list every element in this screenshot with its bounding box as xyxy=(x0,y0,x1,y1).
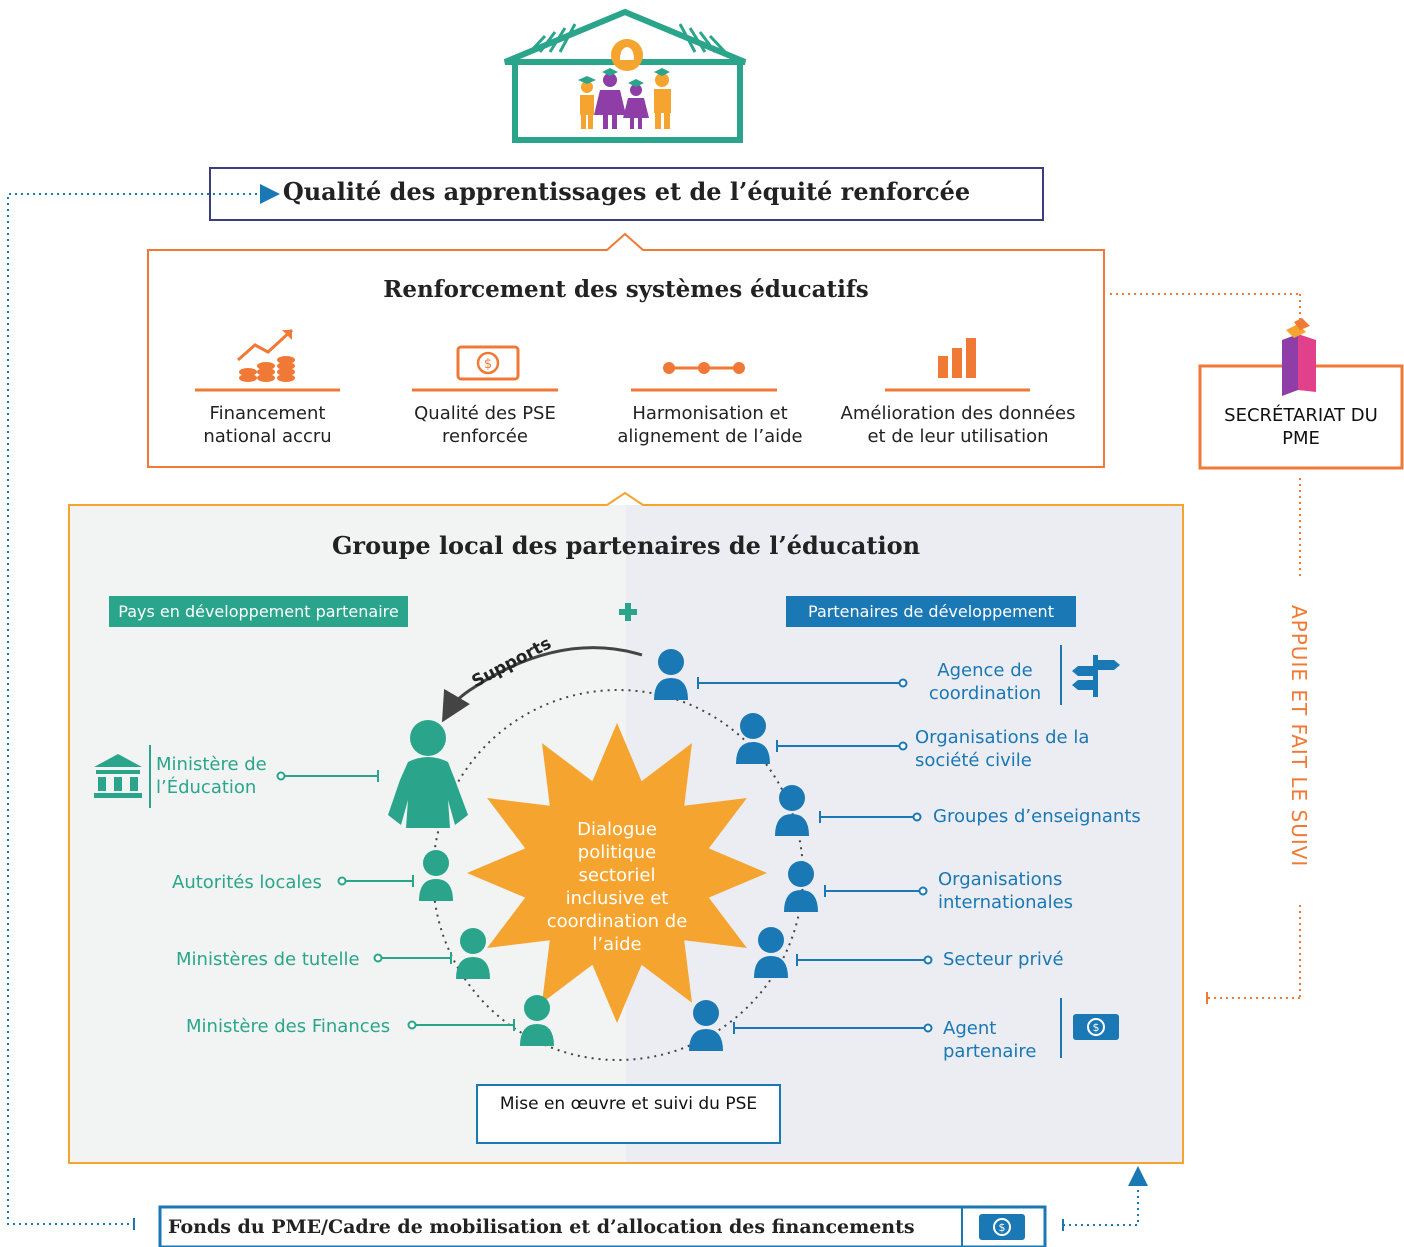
funds-to-group-connector xyxy=(1063,1166,1148,1226)
outcome-title: Qualité des apprentissages et de l’équit… xyxy=(282,177,971,206)
right-header: Partenaires de développement xyxy=(808,602,1054,621)
connector-international-orgs xyxy=(824,885,928,897)
connector-finance-ministry xyxy=(407,1019,515,1031)
outcome-box xyxy=(209,167,1044,221)
funds-label: Fonds du PME/Cadre de mobilisation et d’… xyxy=(168,1216,915,1238)
connector-grant-agent xyxy=(733,1022,933,1034)
book-icon xyxy=(1282,318,1316,396)
left-header: Pays en développement partenaire xyxy=(118,602,399,621)
finance-ministry-person-icon xyxy=(520,995,554,1046)
secretariat-label: SECRÉTARIAT DU PME xyxy=(1224,405,1378,449)
svg-text:$: $ xyxy=(999,1221,1006,1234)
funds-to-outcome-connector xyxy=(7,184,280,1225)
left-header-bg xyxy=(109,596,408,627)
private-sector-person-icon xyxy=(754,927,788,978)
linked-dots-icon xyxy=(663,362,745,374)
coordinating-agency-person-icon xyxy=(654,649,688,700)
funds-box xyxy=(158,1205,1047,1247)
actor-grant-agent: Agent partenaire xyxy=(943,1018,1037,1062)
group-box xyxy=(68,491,1184,1164)
connector-line-ministries xyxy=(373,952,452,964)
grant-agent-person-icon xyxy=(689,1000,723,1051)
actor-local-authorities: Autorités locales xyxy=(172,872,322,893)
international-orgs-person-icon xyxy=(784,861,818,912)
actor-private-sector: Secteur privé xyxy=(943,949,1064,970)
actor-civil-society: Organisations de la société civile xyxy=(915,727,1090,771)
actor-finance-ministry: Ministère des Finances xyxy=(186,1016,391,1037)
actor-ministry-education: Ministère de l’Éducation xyxy=(156,754,267,798)
ministry-building-icon xyxy=(94,754,142,798)
connector-ministry-education xyxy=(276,770,379,782)
implementation-label: Mise en œuvre et suivi du PSE xyxy=(499,1094,758,1114)
connector-civil-society xyxy=(776,740,908,752)
funds-banknote-icon: $ xyxy=(979,1214,1025,1240)
dialogue-text: Dialogue politique sectoriel inclusive e… xyxy=(546,819,688,955)
systems-box xyxy=(147,232,1105,468)
actor-teacher-groups: Groupes d’enseignants xyxy=(933,806,1141,827)
implementation-box xyxy=(476,1084,781,1144)
civil-society-person-icon xyxy=(736,713,770,764)
support-monitor-label: APPUIE ET FAIT LE SUIVI xyxy=(1287,605,1311,868)
minister-education-person-icon xyxy=(388,720,468,828)
school-house-icon xyxy=(503,8,747,143)
connector-teacher-groups xyxy=(819,811,922,823)
signpost-icon xyxy=(1072,655,1120,697)
line-ministries-person-icon xyxy=(456,928,490,979)
bar-chart-icon xyxy=(938,338,976,378)
supports-arrow xyxy=(441,646,643,723)
banknote-icon: $ xyxy=(456,345,520,381)
sun-shape xyxy=(467,723,767,1023)
systems-item-financing: Financement national accru xyxy=(203,403,332,447)
local-authorities-person-icon xyxy=(419,850,453,901)
svg-text:$: $ xyxy=(1093,1021,1100,1034)
connector-private-sector xyxy=(796,954,933,966)
systems-item-harmonisation: Harmonisation et alignement de l’aide xyxy=(617,403,803,447)
systems-item-pse-quality: Qualité des PSE renforcée xyxy=(414,403,556,447)
right-header-bg xyxy=(786,596,1076,627)
connector-coordinating-agency xyxy=(697,677,908,689)
actor-international-orgs: Organisations internationales xyxy=(938,869,1074,913)
actor-coordinating-agency: Agence de coordination xyxy=(928,660,1042,704)
group-title: Groupe local des partenaires de l’éducat… xyxy=(331,531,921,560)
teacher-groups-person-icon xyxy=(775,785,809,836)
systems-item-data: Amélioration des données et de leur util… xyxy=(840,403,1076,447)
actor-line-ministries: Ministères de tutelle xyxy=(176,949,360,970)
financing-growth-icon xyxy=(237,328,295,382)
svg-text:$: $ xyxy=(484,357,492,372)
systems-title: Renforcement des systèmes éducatifs xyxy=(383,276,869,303)
plus-icon xyxy=(619,603,637,621)
connector-local-authorities xyxy=(337,875,414,887)
agent-banknote-icon: $ xyxy=(1073,1014,1119,1040)
